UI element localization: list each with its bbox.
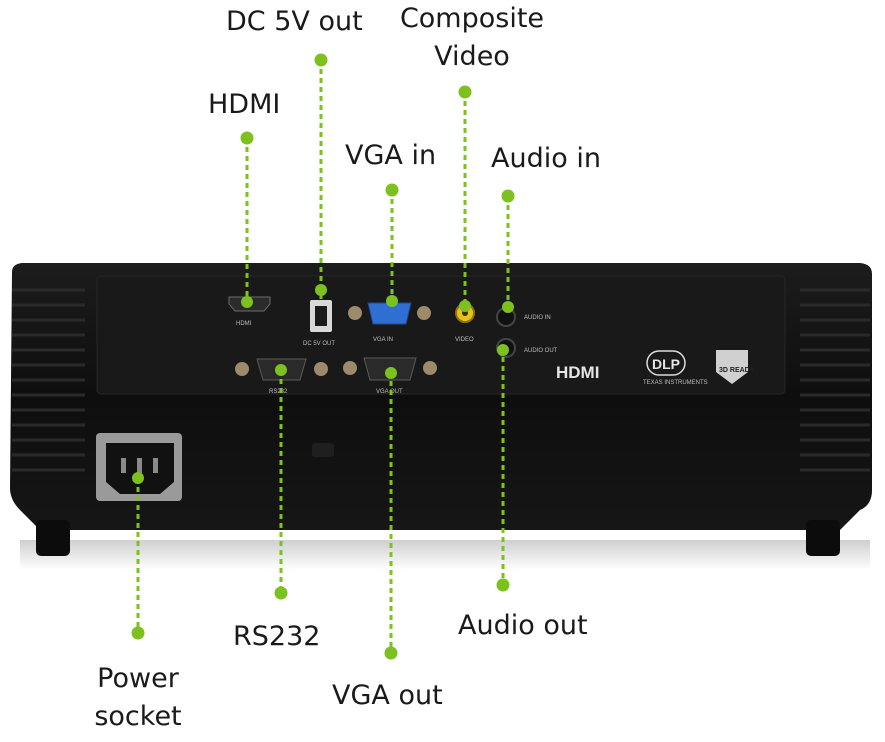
dot-vga-in-top xyxy=(385,183,399,197)
dot-dc5v-top xyxy=(314,53,328,67)
panel-video-text: VIDEO xyxy=(455,337,474,343)
dot-power-bottom xyxy=(131,626,145,640)
label-hdmi: HDMI xyxy=(208,89,281,120)
floor-shadow xyxy=(20,540,870,570)
left-foot xyxy=(36,520,70,556)
connector-panel xyxy=(96,275,786,395)
dot-rs232-bottom xyxy=(274,586,288,600)
right-vents xyxy=(800,288,870,472)
label-power-line2: socket xyxy=(94,701,182,732)
rs232-screw-left xyxy=(235,362,249,376)
panel-vga-in-text: VGA IN xyxy=(373,337,393,343)
dot-audio-out-bottom xyxy=(496,578,510,592)
panel-audio-in-text: AUDIO IN xyxy=(524,315,551,321)
callout-lines xyxy=(136,60,510,653)
dot-vga-out-bottom xyxy=(384,646,398,660)
dot-composite-port xyxy=(459,300,471,312)
dot-power-port xyxy=(132,472,144,484)
texas-instruments-text: TEXAS INSTRUMENTS xyxy=(643,380,708,386)
left-vents xyxy=(12,288,85,472)
dot-hdmi-port xyxy=(241,296,253,308)
dlp-logo-ring xyxy=(646,350,686,376)
panel-hdmi-text: HDMI xyxy=(236,321,252,327)
dot-audio-in-port xyxy=(502,301,514,313)
vga-out-screw-right xyxy=(423,361,437,375)
dot-vga-in-port xyxy=(386,295,398,307)
label-vga-in: VGA in xyxy=(345,140,437,171)
panel-audio-out-text: AUDIO OUT xyxy=(524,348,558,354)
dot-audio-out-port xyxy=(497,344,509,356)
dlp-logo: DLP xyxy=(652,356,680,372)
dot-dc5v-port xyxy=(315,284,327,296)
label-rs232: RS232 xyxy=(233,621,321,652)
panel-rs232-text: RS232 xyxy=(269,389,288,395)
dot-rs232-port xyxy=(275,364,287,376)
label-composite-line2: Video xyxy=(434,41,510,72)
hdmi-logo: HDMI xyxy=(556,363,599,382)
label-dc5v-out: DC 5V out xyxy=(226,6,363,37)
rs232-screw-right xyxy=(314,362,328,376)
dot-audio-in-top xyxy=(501,189,515,203)
label-audio-in: Audio in xyxy=(491,143,601,174)
right-foot xyxy=(806,520,840,556)
vga-in-screw-left xyxy=(348,306,362,320)
callout-dots xyxy=(131,53,515,660)
dot-composite-top xyxy=(458,85,472,99)
3d-ready-text: 3D READY xyxy=(719,367,755,374)
kensington-slot xyxy=(312,443,334,457)
vga-in-screw-right xyxy=(417,306,431,320)
label-power-line1: Power xyxy=(97,663,179,694)
label-audio-out: Audio out xyxy=(458,610,588,641)
dot-hdmi-top xyxy=(240,131,254,145)
label-vga-out: VGA out xyxy=(332,680,443,711)
label-composite-line1: Composite xyxy=(399,3,545,34)
dot-vga-out-port xyxy=(385,367,397,379)
vga-out-screw-left xyxy=(343,361,357,375)
3d-ready-badge xyxy=(716,350,748,384)
panel-dc5v-text: DC 5V OUT xyxy=(303,341,335,347)
